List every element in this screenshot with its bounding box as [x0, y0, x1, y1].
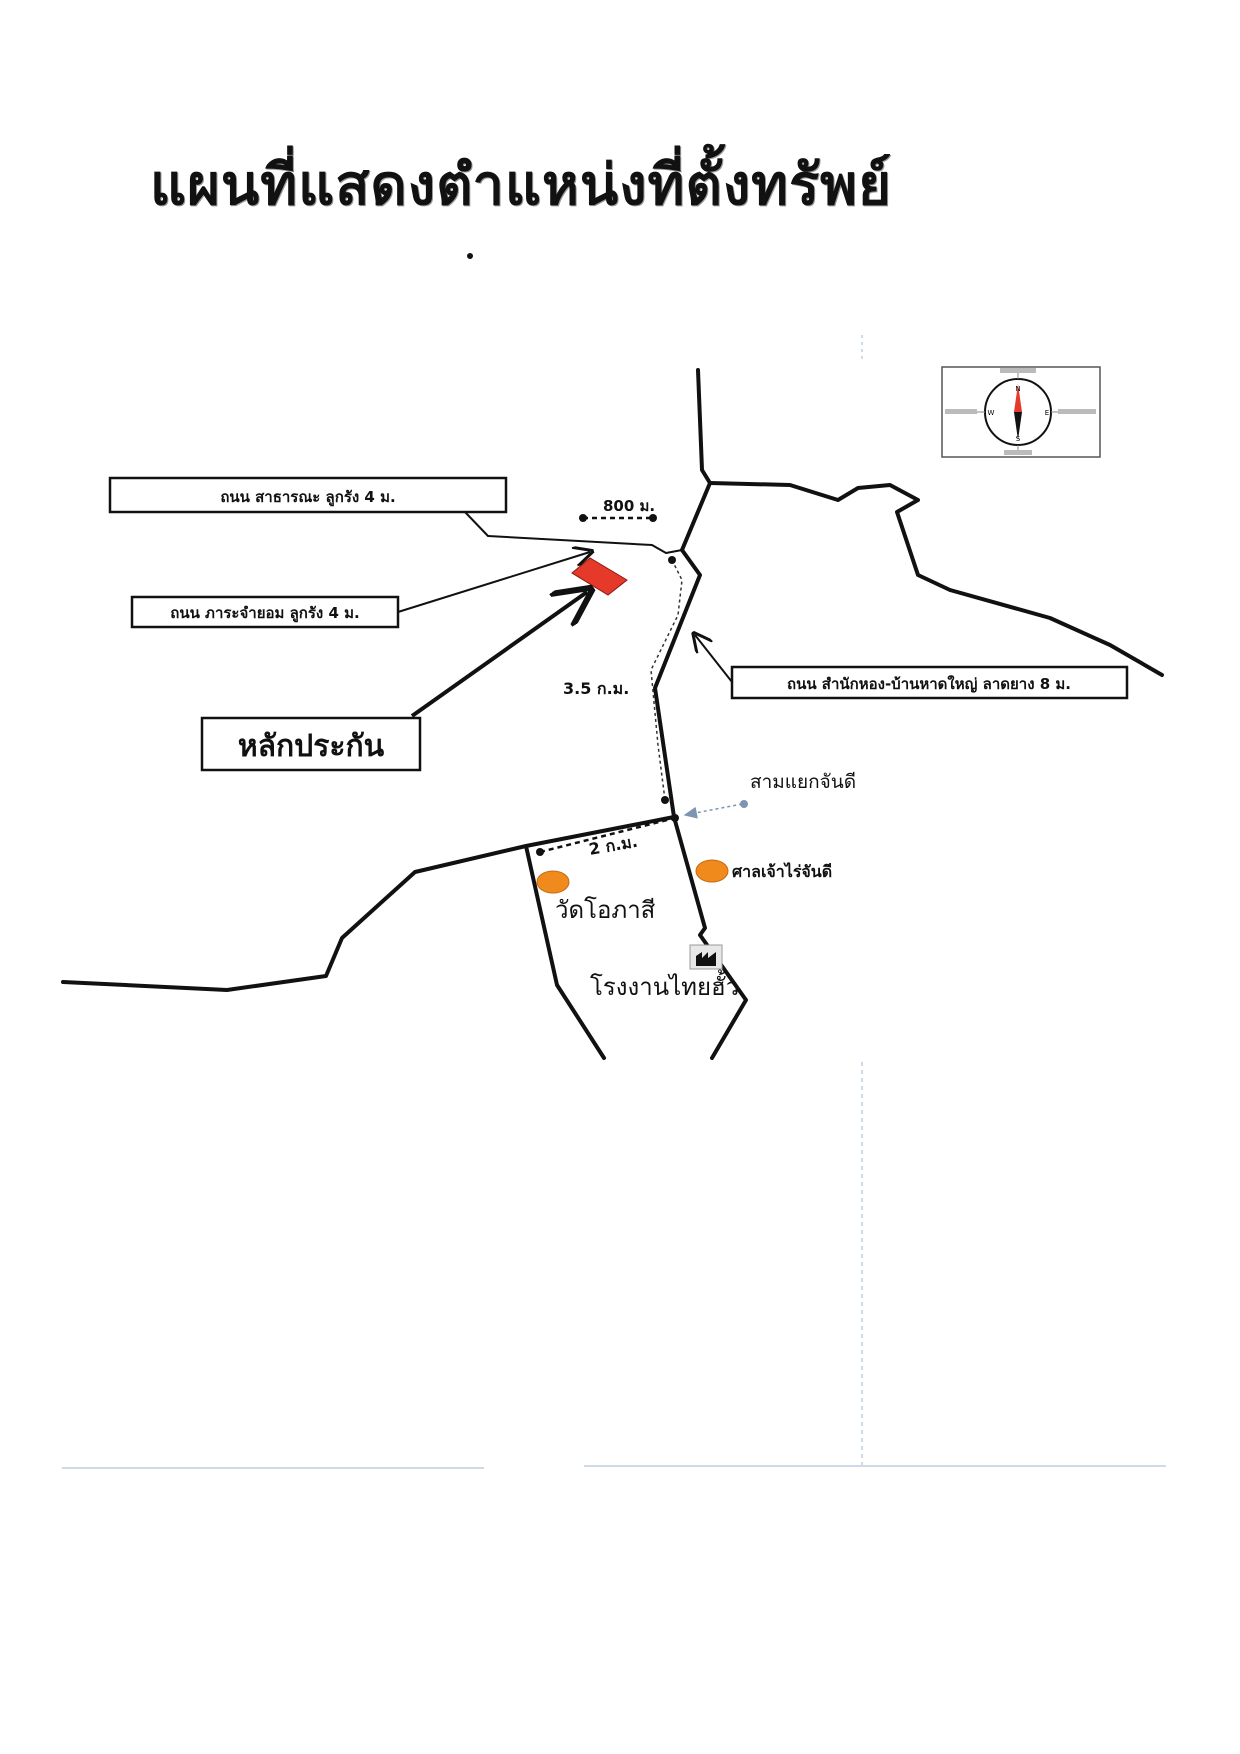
scan-lines: [62, 335, 1166, 1469]
compass-n: N: [1015, 385, 1020, 393]
factory-icon: [689, 944, 723, 970]
distance-3-5km-label: 3.5 ก.ม.: [563, 679, 629, 698]
junction-arrow: [683, 803, 743, 819]
shrine-dot-icon: [695, 859, 729, 883]
public-road: [487, 535, 683, 554]
servitude-road-label: ถนน ภาระจำยอม ลูกรัง 4 ม.: [170, 604, 359, 623]
roads: [61, 368, 1164, 1060]
compass-e: E: [1045, 409, 1049, 417]
factory-label: โรงงานไทยฮั้ว: [590, 969, 739, 1001]
shrine-label: ศาลเจ้าไร่จันดี: [732, 862, 832, 881]
servitude-road-box: [130, 595, 400, 629]
scan-dot: [467, 253, 473, 259]
main-road-box: [730, 665, 1129, 700]
measure-800m: [579, 514, 657, 522]
junction-dot: [740, 800, 748, 808]
distance-800m-label: 800 ม.: [603, 497, 655, 515]
main-road: [653, 548, 748, 1060]
compass-icon: [941, 366, 1101, 458]
page-title: แผนที่แสดงตำแหน่งที่ตั้งทรัพย์: [150, 153, 892, 218]
south-road: [524, 844, 606, 1060]
distance-2km-label: 2 ก.ม.: [587, 832, 639, 859]
measure-2km: [536, 814, 679, 856]
compass-w: W: [988, 409, 995, 417]
property-marker-icon: [571, 557, 628, 596]
route-point: [668, 556, 676, 564]
main-road-label: ถนน สำนักหอง-บ้านหาดใหญ่ ลาดยาง 8 ม.: [787, 675, 1071, 693]
public-road-box: [108, 476, 508, 514]
junction-label: สามแยกจันดี: [750, 771, 856, 793]
public-road-label: ถนน สาธารณะ ลูกรัง 4 ม.: [220, 488, 395, 507]
callout-arrows: [397, 511, 733, 718]
collateral-label: หลักประกัน: [238, 729, 385, 764]
temple-dot-icon: [536, 870, 570, 894]
north-road: [680, 368, 712, 552]
collateral-box: [200, 716, 422, 772]
east-road: [708, 481, 1164, 677]
route-point: [661, 796, 669, 804]
temple-label: วัดโอภาสี: [555, 896, 656, 924]
distance-path-3-5km: [650, 559, 683, 801]
compass-s: S: [1016, 435, 1021, 443]
